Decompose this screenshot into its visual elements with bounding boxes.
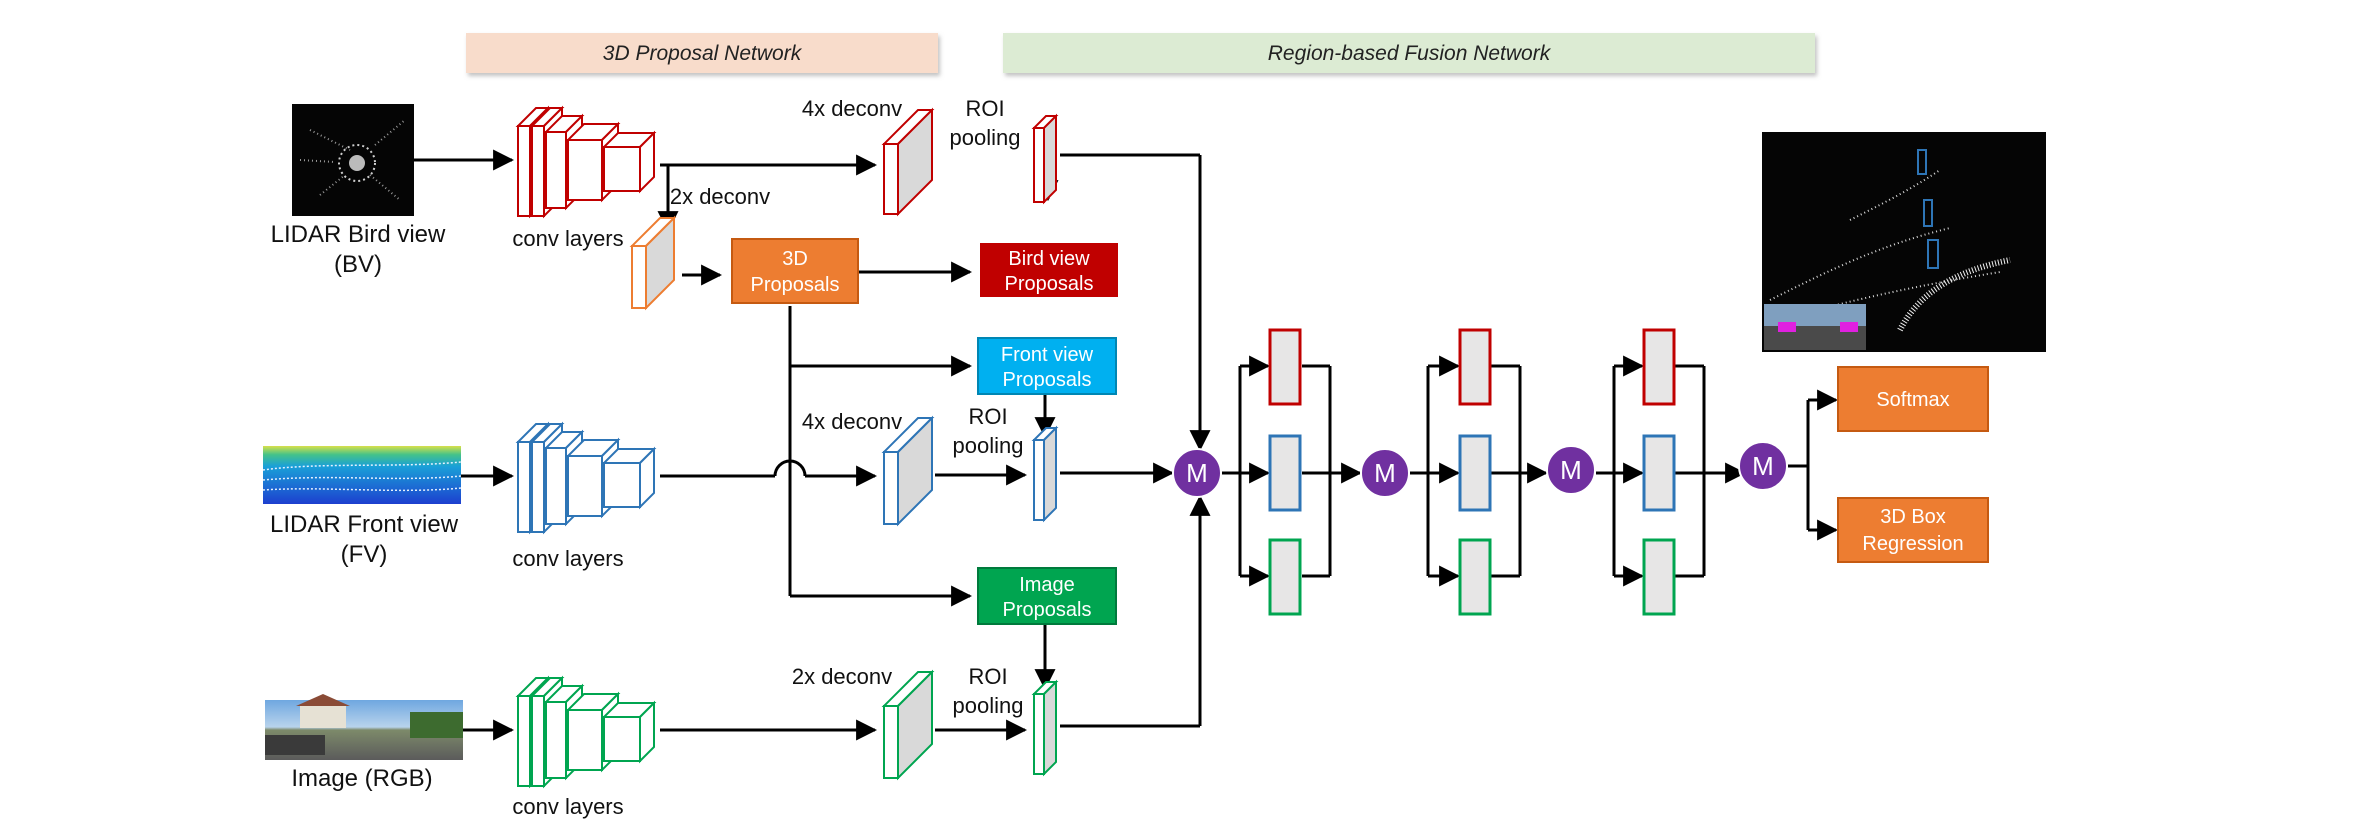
proposals-3d-box: 3D Proposals: [731, 238, 859, 304]
roi-block-fv: [1031, 425, 1059, 523]
merge-node-3: M: [1546, 445, 1596, 495]
connectors: [414, 149, 1839, 741]
fusion-bar-1-fv: [1268, 434, 1302, 512]
image-proposals-line2: Proposals: [1003, 599, 1092, 621]
input-bird-view-image: [292, 104, 414, 216]
merge-node-4: M: [1738, 441, 1788, 491]
conv-stack-fv-layer-5: [601, 446, 657, 510]
conv-stack-rgb: [515, 675, 657, 789]
roi-label-rgb-line1: ROI: [968, 664, 1007, 689]
front-view-proposals-line2: Proposals: [1003, 369, 1092, 391]
fusion-bar-2-fv: [1458, 434, 1492, 512]
merge-node-2-label: M: [1374, 458, 1396, 488]
merge-node-1-label: M: [1186, 458, 1208, 488]
fusion-bar-3-fv: [1642, 434, 1676, 512]
deconv-4x-block-fv: [881, 415, 935, 527]
bird-view-label-line2: (BV): [334, 251, 382, 278]
deconv-4x-label-fv: 4x deconv: [802, 409, 902, 434]
input-rgb-image: [265, 694, 463, 760]
roi-label-rgb-line2: pooling: [953, 693, 1024, 718]
bird-view-label-line1: LIDAR Bird view: [271, 221, 446, 248]
fusion-bar-1-rgb: [1268, 538, 1302, 616]
box-regression-line2: Regression: [1862, 533, 1963, 555]
front-view-proposals-line1: Front view: [1001, 344, 1094, 366]
fusion-bars: [1268, 328, 1676, 616]
roi-block-rgb: [1031, 679, 1059, 777]
deconv-4x-label-bv: 4x deconv: [802, 96, 902, 121]
front-view-label-line1: LIDAR Front view: [270, 511, 459, 538]
roi-label-fv-line2: pooling: [953, 433, 1024, 458]
conv-stack-fv: [515, 421, 657, 535]
merge-node-1: M: [1172, 448, 1222, 498]
image-proposals-box: Image Proposals: [977, 567, 1117, 625]
conv-stacks: [515, 105, 657, 789]
fusion-bar-3-rgb: [1642, 538, 1676, 616]
softmax-label: Softmax: [1876, 389, 1949, 411]
output-detection-image: [1762, 132, 2046, 352]
fusion-bar-3-bv: [1642, 328, 1676, 406]
conv-layers-label-fv: conv layers: [512, 546, 623, 571]
deconv-4x-block-bv: [881, 107, 935, 217]
front-view-proposals-box: Front view Proposals: [977, 337, 1117, 395]
conv-layers-label-rgb: conv layers: [512, 794, 623, 819]
conv-stack-rgb-layer-5: [601, 700, 657, 764]
proposals-3d-line1: 3D: [782, 248, 808, 270]
conv-stack-bv: [515, 105, 657, 219]
fusion-bar-1-bv: [1268, 328, 1302, 406]
deconv-2x-label-bv: 2x deconv: [670, 184, 770, 209]
image-proposals-line1: Image: [1019, 574, 1075, 596]
deconv-2x-block-bv: [629, 215, 677, 311]
rgb-label: Image (RGB): [291, 765, 432, 792]
conv-stack-bv-layer-5: [601, 130, 657, 194]
conv-layers-label-bv: conv layers: [512, 226, 623, 251]
roi-label-fv-line1: ROI: [968, 404, 1007, 429]
fusion-bar-2-rgb: [1458, 538, 1492, 616]
bird-view-proposals-line1: Bird view: [1008, 248, 1090, 270]
header-region-fusion-network: Region-based Fusion Network: [1003, 33, 1815, 73]
header-3d-proposal-network: 3D Proposal Network: [466, 33, 938, 73]
box-regression-line1: 3D Box: [1880, 506, 1946, 528]
deconv-2x-label-rgb: 2x deconv: [792, 664, 892, 689]
box-regression-box: 3D Box Regression: [1837, 497, 1989, 563]
roi-label-bv-line2: pooling: [950, 125, 1021, 150]
feature-blocks: [629, 107, 1059, 781]
front-view-label-line2: (FV): [341, 541, 388, 568]
roi-label-bv-line1: ROI: [965, 96, 1004, 121]
proposals-3d-line2: Proposals: [751, 274, 840, 296]
bird-view-proposals-box: Bird view Proposals: [980, 243, 1118, 297]
input-front-view-image: [262, 446, 462, 504]
merge-node-4-label: M: [1752, 451, 1774, 481]
header-3d-proposal-text: 3D Proposal Network: [603, 42, 803, 65]
softmax-box: Softmax: [1837, 366, 1989, 432]
merge-node-2: M: [1360, 448, 1410, 498]
deconv-2x-block-rgb: [881, 669, 935, 781]
bird-view-proposals-line2: Proposals: [1005, 273, 1094, 295]
roi-block-bv: [1031, 113, 1059, 205]
fusion-bar-2-bv: [1458, 328, 1492, 406]
header-fusion-text: Region-based Fusion Network: [1268, 42, 1552, 65]
merge-node-3-label: M: [1560, 455, 1582, 485]
